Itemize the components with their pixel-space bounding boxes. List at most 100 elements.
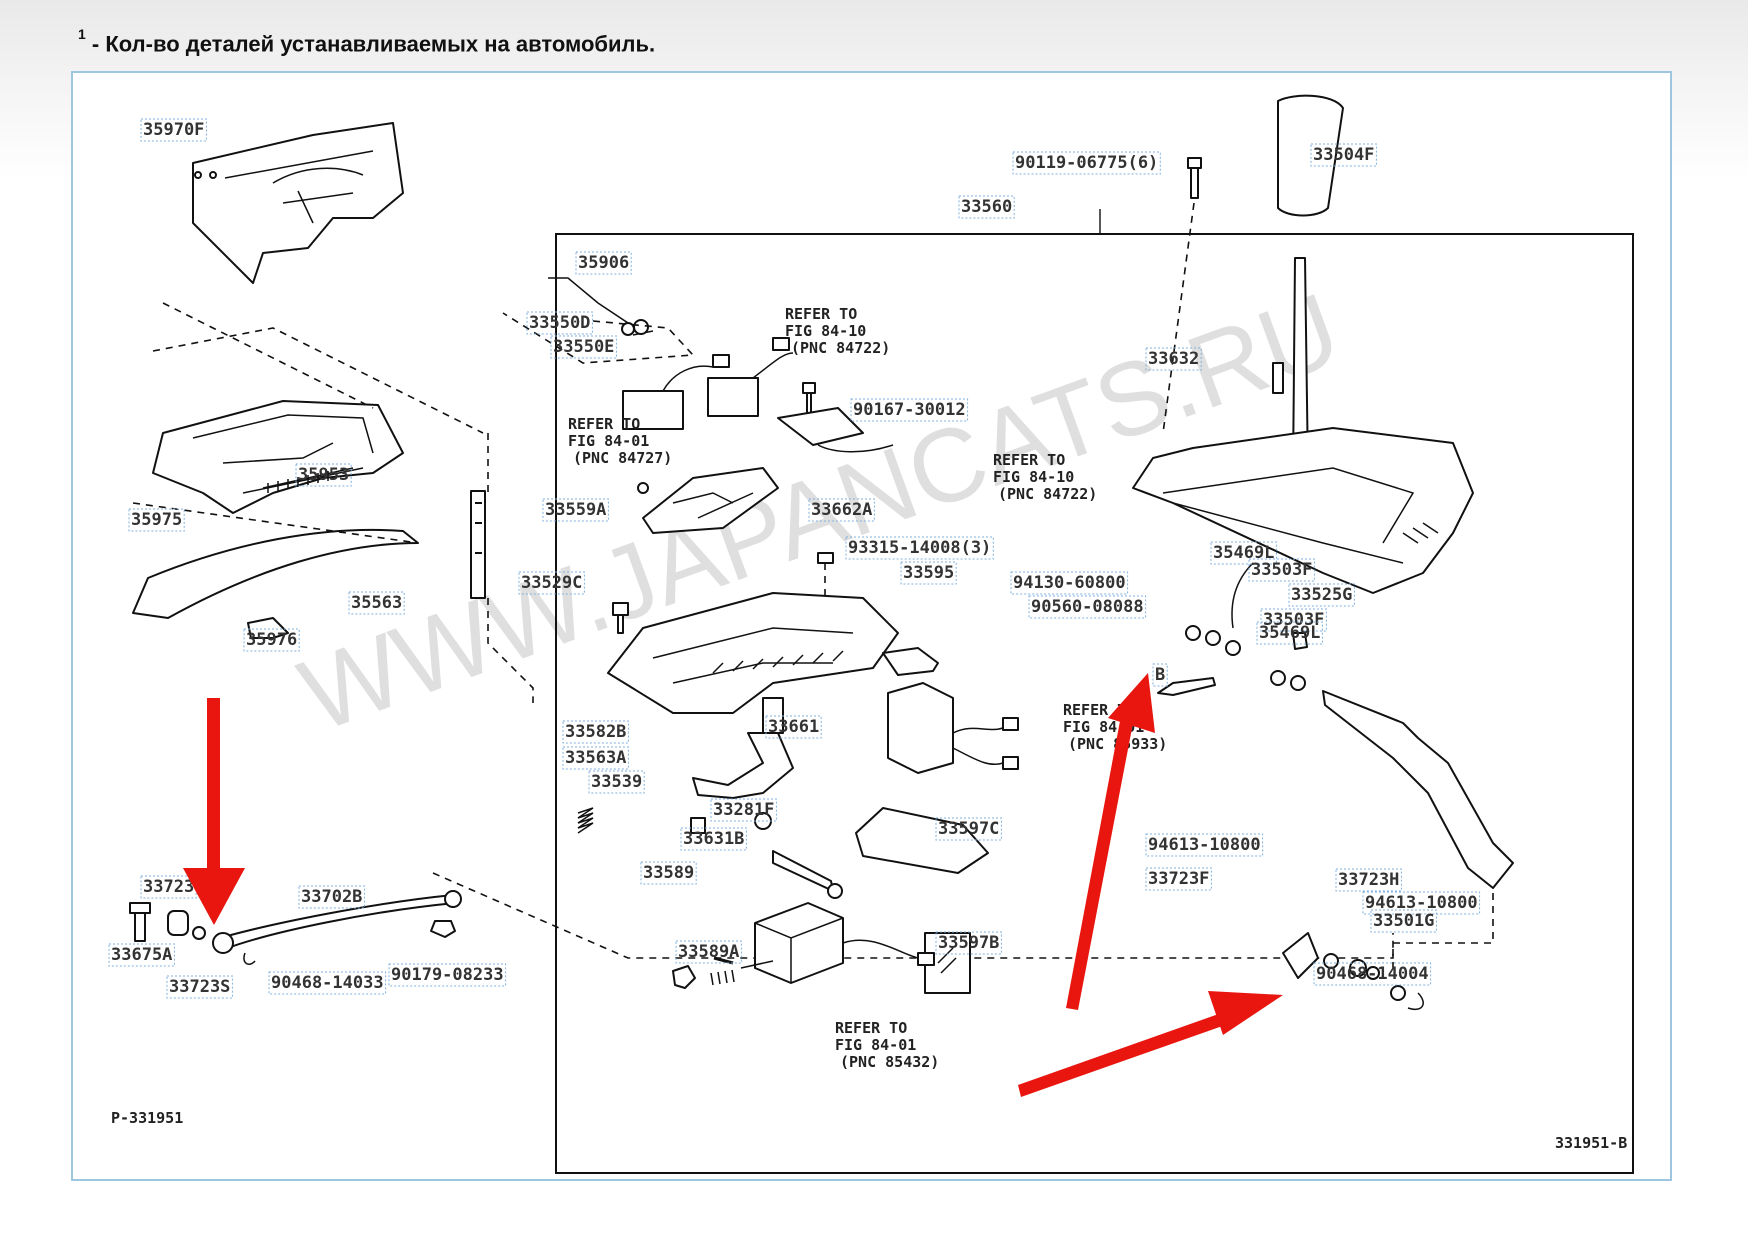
refer-line: FIG 84-10 bbox=[993, 468, 1074, 486]
part-number-callout[interactable]: 33631B bbox=[683, 829, 744, 849]
part-number-callout[interactable]: 33723H bbox=[1338, 870, 1399, 890]
part-number-callout-box bbox=[542, 498, 609, 522]
part-33501g-shape bbox=[1390, 985, 1406, 1001]
part-number-callout-box bbox=[575, 251, 632, 275]
part-number-callout[interactable]: 33589A bbox=[678, 942, 739, 962]
refer-line: (PNC 85432) bbox=[840, 1053, 939, 1071]
part-number-callout[interactable]: 33550D bbox=[529, 313, 590, 333]
assembly-box-33560 bbox=[555, 233, 1634, 1174]
part-number-callout[interactable]: 90119-06775(6) bbox=[1015, 153, 1158, 173]
part-number-callout[interactable]: 33723 bbox=[143, 877, 194, 897]
part-number-callout-box bbox=[588, 770, 645, 794]
part-number-callout[interactable]: 33563A bbox=[565, 748, 626, 768]
part-number-callout[interactable]: 94613-10800 bbox=[1365, 893, 1478, 913]
part-number-callout-box bbox=[1145, 867, 1212, 891]
refer-note-1: REFER TO FIG 84-10 (PNC 84722) bbox=[785, 305, 890, 357]
part-number-callout[interactable]: 33501G bbox=[1373, 911, 1434, 931]
part-90468-14033-shape bbox=[243, 952, 256, 965]
part-35975-shape bbox=[132, 528, 419, 619]
part-number-callout[interactable]: 33702B bbox=[301, 887, 362, 907]
part-number-callout[interactable]: 35906 bbox=[578, 253, 629, 273]
part-number-callout[interactable]: 35469L bbox=[1259, 623, 1320, 643]
part-number-callout[interactable]: 33723S bbox=[169, 977, 230, 997]
part-number-callout-box bbox=[710, 798, 777, 822]
part-number-callout-box bbox=[140, 118, 207, 142]
part-number-callout[interactable]: 33559A bbox=[545, 500, 606, 520]
part-number-callout[interactable]: 33560 bbox=[961, 197, 1012, 217]
part-number-callout-box bbox=[1028, 595, 1147, 619]
refer-line: (PNC 84722) bbox=[791, 339, 890, 357]
part-number-callout[interactable]: 94130-60800 bbox=[1013, 573, 1126, 593]
part-33632-shape bbox=[1272, 362, 1284, 394]
red-arrow-left bbox=[183, 698, 245, 925]
part-35953-shape bbox=[152, 400, 404, 514]
part-number-callout[interactable]: 33503F bbox=[1251, 560, 1312, 580]
part-number-callout[interactable]: 33662A bbox=[811, 500, 872, 520]
part-number-callout[interactable]: 33597B bbox=[938, 933, 999, 953]
part-33589-shape bbox=[672, 965, 696, 989]
part-number-callout-box bbox=[295, 463, 352, 487]
part-callouts: 35970F 35953 35975 35976 35563 35906 33550D 335… bbox=[108, 118, 1481, 999]
part-number-callout[interactable]: 35469L bbox=[1213, 543, 1274, 563]
part-number-callout[interactable]: 35970F bbox=[143, 120, 204, 140]
red-arrow-right bbox=[1018, 991, 1283, 1097]
part-number-callout[interactable]: 33582B bbox=[565, 722, 626, 742]
part-33595-shape bbox=[882, 647, 939, 676]
part-number-callout-box bbox=[526, 311, 593, 335]
part-number-callout[interactable]: 90468-14004 bbox=[1316, 964, 1429, 984]
part-number-callout[interactable]: 33539 bbox=[591, 772, 642, 792]
part-number-callout[interactable]: 33550E bbox=[553, 337, 614, 357]
part-number-callout-box bbox=[562, 720, 629, 744]
part-number-callout-box bbox=[958, 195, 1015, 219]
part-number-callout[interactable]: 90179-08233 bbox=[391, 965, 504, 985]
part-number-callout[interactable]: 33675A bbox=[111, 945, 172, 965]
refer-note-3: REFER TO FIG 84-10 (PNC 84722) bbox=[993, 451, 1097, 503]
part-number-callout[interactable]: 33632 bbox=[1148, 349, 1199, 369]
part-number-callout[interactable]: 33281F bbox=[713, 800, 774, 820]
part-number-callout[interactable]: 33597C bbox=[938, 819, 999, 839]
part-number-callout[interactable]: 90560-08088 bbox=[1031, 597, 1144, 617]
part-number-callout[interactable]: 33723F bbox=[1148, 869, 1209, 889]
part-number-callout-box bbox=[1310, 143, 1377, 167]
part-number-callout-box bbox=[808, 498, 875, 522]
part-number-callout[interactable]: 90167-30012 bbox=[853, 400, 966, 420]
part-33589a-spring-shape bbox=[710, 969, 735, 986]
part-number-callout[interactable]: 35975 bbox=[131, 510, 182, 530]
part-number-callout-box bbox=[680, 827, 747, 851]
part-90119-06775-shape bbox=[1187, 157, 1202, 199]
part-number-callout-box bbox=[1313, 962, 1432, 986]
shift-arm-shape bbox=[1322, 690, 1514, 889]
part-33563a-spring-shape bbox=[577, 807, 594, 834]
refer-note-5: REFER TO FIG 84-01 (PNC 85432) bbox=[835, 1019, 939, 1071]
part-number-callout[interactable]: 94613-10800 bbox=[1148, 835, 1261, 855]
part-number-callout-box bbox=[900, 561, 957, 585]
part-number-callout[interactable]: 35563 bbox=[351, 593, 402, 613]
part-number-callout[interactable]: 33503F bbox=[1263, 610, 1324, 630]
part-number-callout-box bbox=[935, 931, 1002, 955]
part-number-callout[interactable]: 33661 bbox=[768, 717, 819, 737]
part-number-callout-box bbox=[388, 963, 507, 987]
part-number-callout[interactable]: 35953 bbox=[298, 465, 349, 485]
part-number-callout-box bbox=[128, 508, 185, 532]
part-number-callout[interactable]: 33589 bbox=[643, 863, 694, 883]
solenoid-85432-shape bbox=[740, 902, 935, 984]
part-33525g-shape bbox=[1292, 632, 1308, 650]
part-number-callout-box bbox=[1145, 347, 1202, 371]
part-number-callout-box bbox=[348, 591, 405, 615]
part-number-callout[interactable]: 90468-14033 bbox=[271, 973, 384, 993]
part-93315-14008-shape bbox=[817, 552, 834, 564]
part-number-callout[interactable]: 33595 bbox=[903, 563, 954, 583]
footnote-text: - Кол-во деталей устанавливаемых на авто… bbox=[85, 31, 656, 57]
part-33662a-shape bbox=[642, 467, 779, 534]
part-number-callout[interactable]: 33525G bbox=[1291, 585, 1352, 605]
connector-84727-shape bbox=[622, 390, 684, 430]
part-number-callout[interactable]: 33504F bbox=[1313, 145, 1374, 165]
part-number-callout[interactable]: 35976 bbox=[246, 630, 297, 650]
part-number-callout[interactable]: 93315-14008(3) bbox=[848, 538, 991, 558]
part-number-callout-box bbox=[1012, 151, 1161, 175]
part-number-callout-box bbox=[1248, 558, 1315, 582]
part-94130-60800-shape bbox=[1185, 625, 1201, 641]
footnote-marker: 1 bbox=[78, 26, 86, 42]
part-number-callout[interactable]: 33529C bbox=[521, 573, 582, 593]
part-number-callout[interactable]: B bbox=[1155, 665, 1165, 685]
